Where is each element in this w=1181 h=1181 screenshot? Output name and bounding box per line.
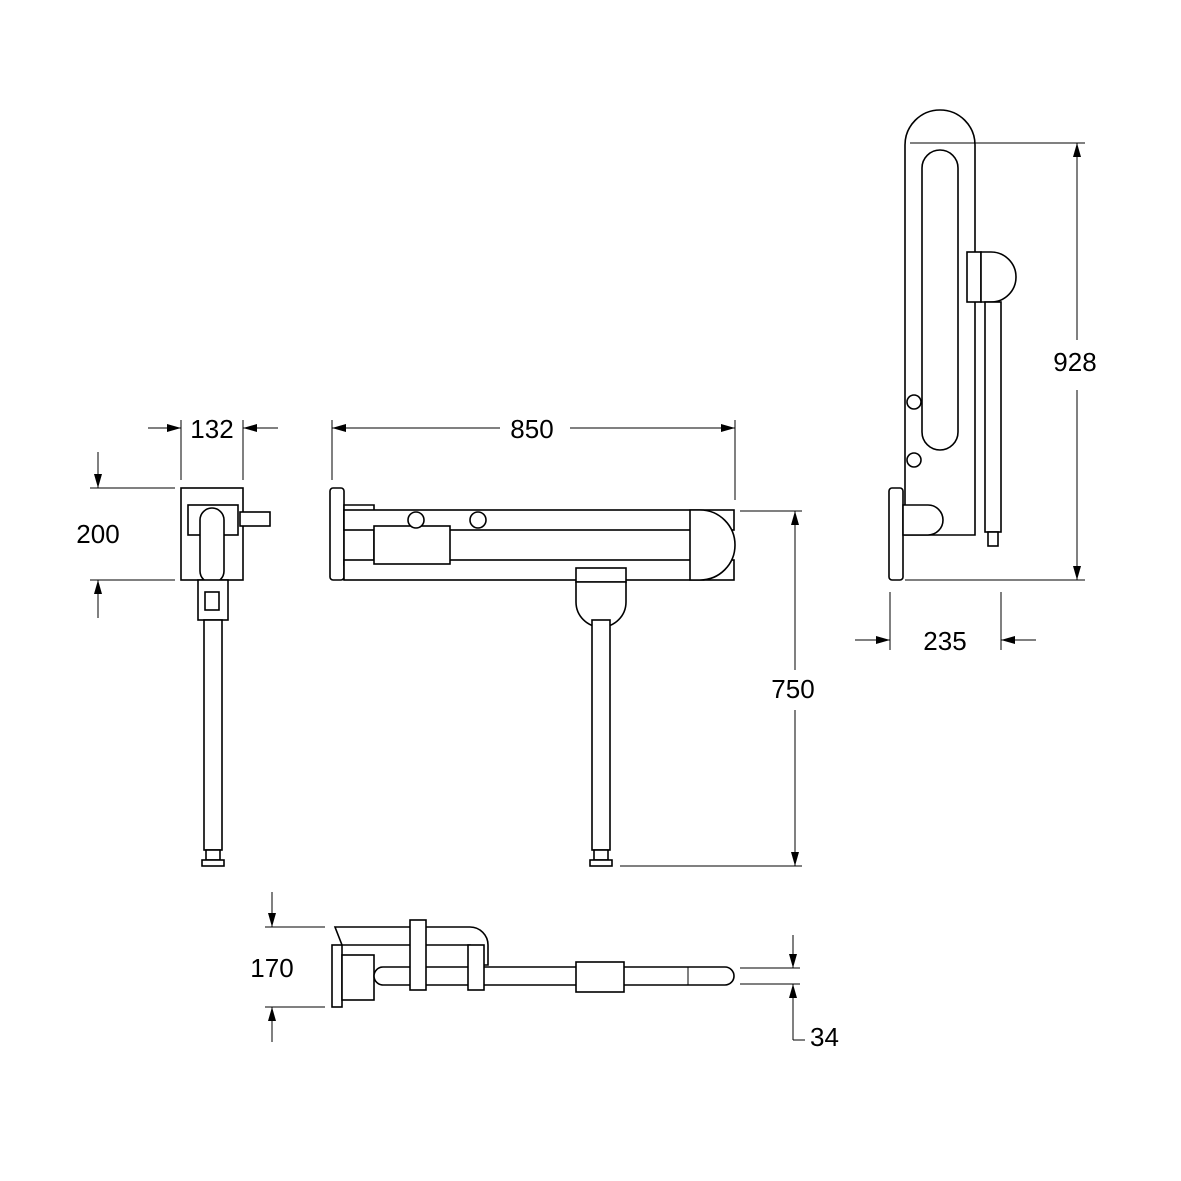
dim-235: 235 xyxy=(923,626,966,656)
side-view: 132 200 xyxy=(76,414,278,867)
dim-928: 928 xyxy=(1053,347,1096,377)
dim-850: 850 xyxy=(510,414,553,444)
dim-200: 200 xyxy=(76,519,119,549)
dim-34: 34 xyxy=(810,1022,839,1052)
dim-132: 132 xyxy=(190,414,233,444)
folded-view: 928 235 xyxy=(855,109,1097,656)
dim-750: 750 xyxy=(771,674,814,704)
top-view: 170 34 xyxy=(250,892,839,1052)
front-view: 850 750 xyxy=(329,414,815,867)
dim-170: 170 xyxy=(250,953,293,983)
